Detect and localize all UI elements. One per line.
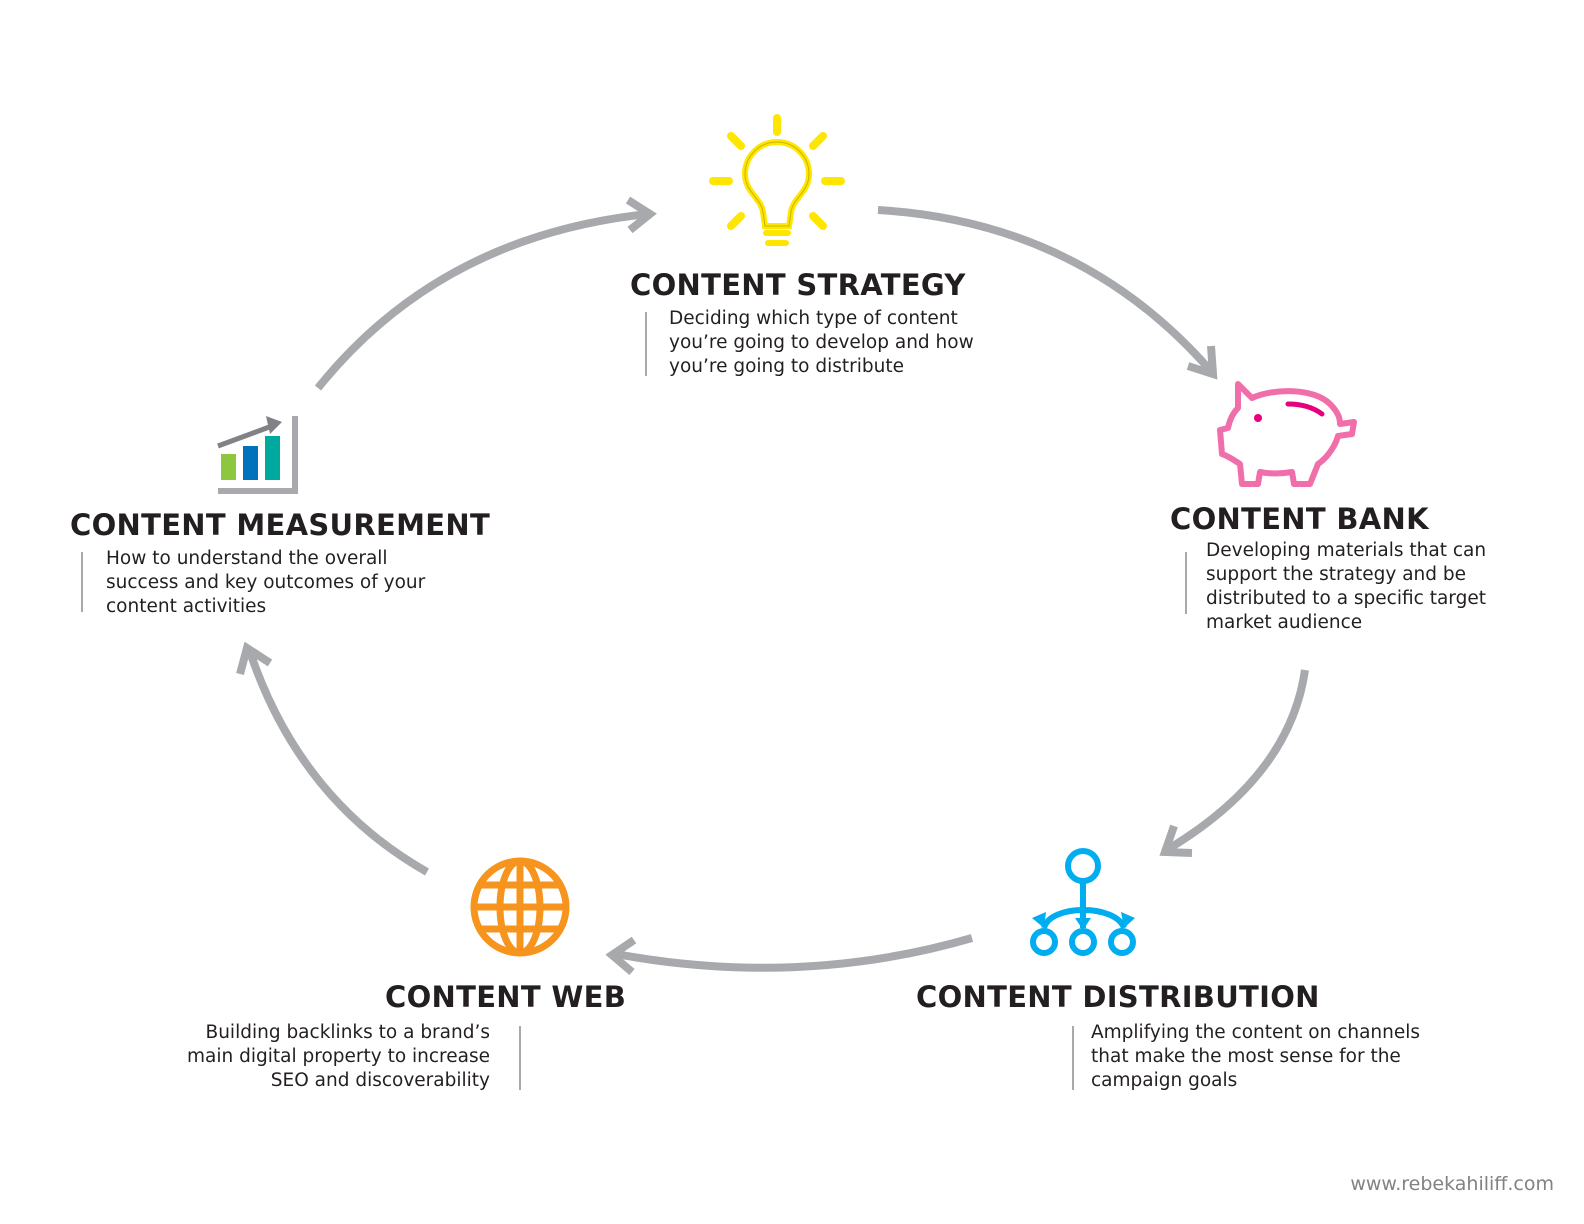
- desc-line: How to understand the overall: [106, 548, 388, 569]
- stage-title-measurement: CONTENT MEASUREMENT: [70, 508, 491, 542]
- stage-description-web: Building backlinks to a brand’s main dig…: [187, 1021, 490, 1093]
- divider: [645, 312, 647, 376]
- bar-chart-growth-icon: [217, 416, 298, 494]
- divider: [81, 552, 83, 612]
- stage-description-distribution: Amplifying the content on channels that …: [1091, 1021, 1420, 1093]
- desc-line: Developing materials that can: [1206, 540, 1487, 561]
- globe-icon: [470, 857, 570, 957]
- desc-line: market audience: [1206, 612, 1363, 633]
- stage-title-bank: CONTENT BANK: [1170, 502, 1429, 536]
- stage-description-bank: Developing materials that can support th…: [1206, 539, 1486, 635]
- divider: [1072, 1026, 1074, 1090]
- divider: [1185, 552, 1187, 614]
- desc-line: SEO and discoverability: [270, 1070, 490, 1091]
- desc-line: support the strategy and be: [1206, 564, 1467, 585]
- desc-line: Building backlinks to a brand’s: [205, 1022, 490, 1043]
- arrow-strategy-to-bank: [877, 206, 1218, 380]
- desc-line: success and key outcomes of your: [106, 572, 426, 593]
- desc-line: main digital property to increase: [187, 1046, 490, 1067]
- stage-title-web: CONTENT WEB: [385, 980, 627, 1014]
- distribution-network-icon: [1030, 848, 1136, 956]
- lightbulb-icon: [709, 114, 845, 246]
- desc-line: campaign goals: [1091, 1070, 1238, 1091]
- arrow-bank-to-distribution: [1159, 669, 1309, 857]
- stage-description-measurement: How to understand the overall success an…: [106, 547, 425, 619]
- piggy-bank-icon: [1217, 381, 1357, 487]
- desc-line: distributed to a specific target: [1206, 588, 1486, 609]
- desc-line: content activities: [106, 596, 267, 617]
- desc-line: Amplifying the content on channels: [1091, 1022, 1421, 1043]
- stage-description-strategy: Deciding which type of content you’re go…: [669, 307, 974, 379]
- desc-line: Deciding which type of content: [669, 308, 958, 329]
- stage-title-distribution: CONTENT DISTRIBUTION: [916, 980, 1320, 1014]
- stage-title-strategy: CONTENT STRATEGY: [630, 268, 966, 302]
- desc-line: that make the most sense for the: [1091, 1046, 1401, 1067]
- arrow-distribution-to-web: [605, 934, 974, 976]
- footer-url: www.rebekahiliff.com: [1350, 1173, 1554, 1195]
- desc-line: you’re going to distribute: [669, 356, 904, 377]
- arrow-measurement-to-strategy: [314, 196, 657, 391]
- divider: [519, 1026, 521, 1090]
- desc-line: you’re going to develop and how: [669, 332, 974, 353]
- arrow-web-to-measurement: [236, 641, 429, 876]
